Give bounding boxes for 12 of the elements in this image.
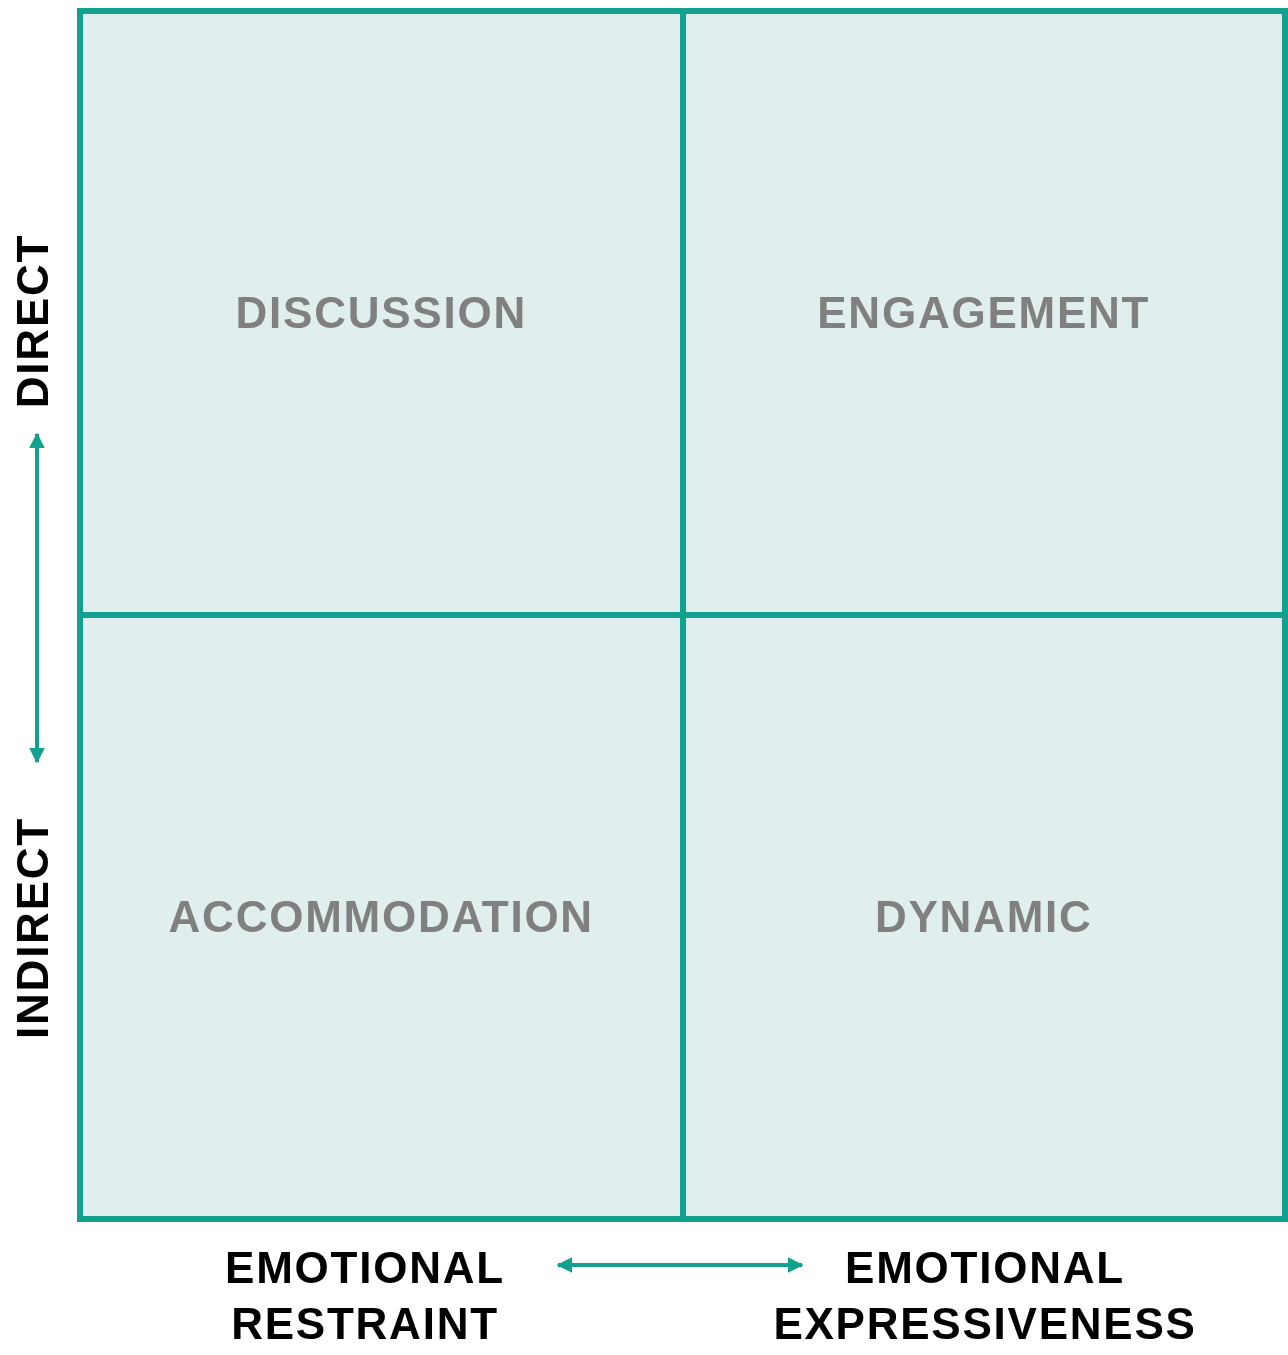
quadrant-title: DISCUSSION	[235, 287, 527, 339]
quadrant-title: DYNAMIC	[874, 891, 1093, 943]
quadrant-box	[682, 11, 1285, 615]
axis-label: EMOTIONAL EXPRESSIVENESS	[772, 1242, 1198, 1350]
quadrant-box	[80, 615, 683, 1219]
quadrant-title: ACCOMMODATION	[168, 891, 594, 943]
quadrant-title: ENGAGEMENT	[817, 287, 1151, 339]
axis-label: INDIRECT	[7, 817, 58, 1039]
axis-label: DIRECT	[7, 233, 58, 409]
quadrant-box	[80, 11, 683, 615]
axis-label: EMOTIONAL RESTRAINT	[224, 1242, 506, 1350]
quadrant-box	[682, 615, 1285, 1219]
